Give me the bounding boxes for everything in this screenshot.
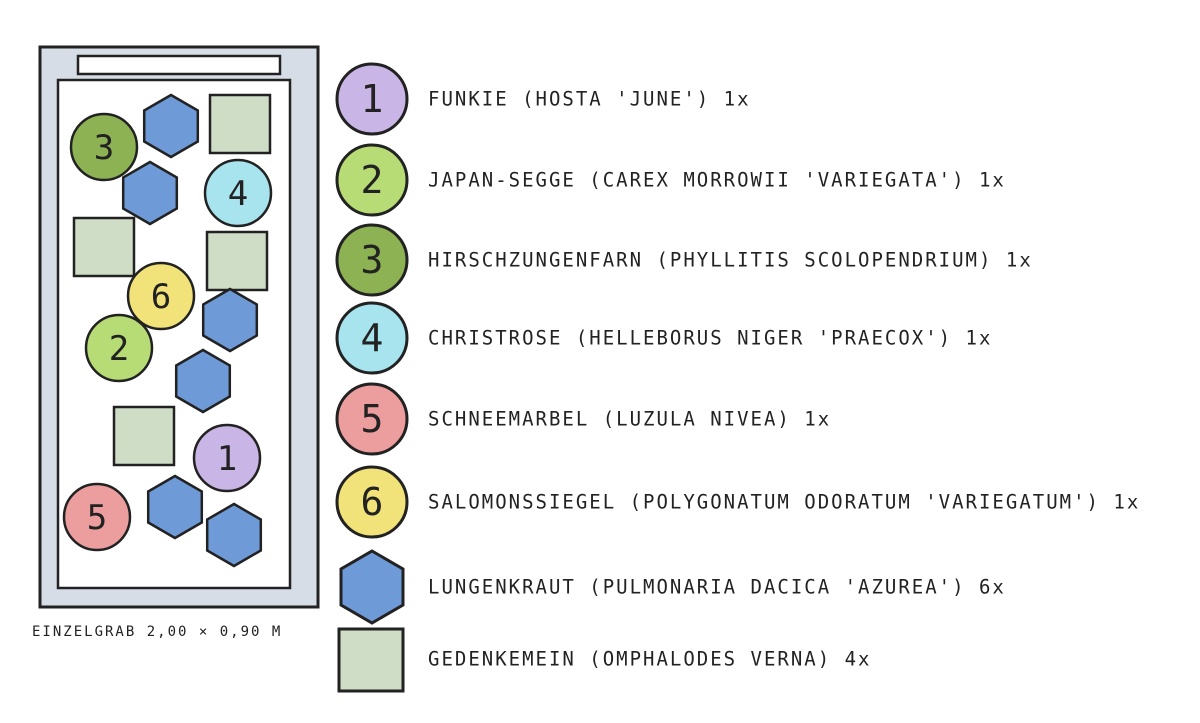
plan-circle-number-6: 6 — [151, 277, 171, 317]
plan-hexagon-6 — [205, 502, 263, 568]
grave-dimensions-caption: EINZELGRAB 2,00 × 0,90 M — [32, 624, 283, 640]
legend-item-2: 2 JAPAN-SEGGE (CAREX MORROWII 'VARIEGATA… — [332, 140, 1006, 220]
plant-5-circle: 5 — [335, 382, 409, 456]
plant-6-circle: 6 — [335, 465, 409, 539]
plan-circle-3 — [69, 112, 139, 182]
plan-square-1 — [208, 93, 272, 155]
plant-1-circle: 1 — [335, 62, 409, 136]
legend-label-6: SALOMONSSIEGEL (POLYGONATUM ODORATUM 'VA… — [428, 490, 1141, 514]
plan-hexagon-2 — [121, 160, 179, 226]
plan-hexagon-4 — [174, 348, 232, 414]
legend-label-1: FUNKIE (HOSTA 'JUNE') 1x — [428, 87, 751, 111]
plant-2-number: 2 — [361, 158, 384, 202]
plan-circle-number-5: 5 — [87, 498, 107, 538]
legend-label-square: GEDENKEMEIN (OMPHALODES VERNA) 4x — [428, 647, 872, 671]
plan-hexagon-5 — [146, 474, 204, 540]
plan-circle-2 — [84, 313, 154, 383]
square-icon — [337, 627, 405, 693]
legend-label-2: JAPAN-SEGGE (CAREX MORROWII 'VARIEGATA')… — [428, 168, 1006, 192]
plant-2-circle: 2 — [335, 143, 409, 217]
grave-plan: 3 4 62 1 5 — [38, 45, 320, 609]
headstone — [76, 54, 282, 76]
plan-circle-number-1: 1 — [217, 439, 237, 479]
plan-circle-4 — [203, 158, 273, 228]
legend-item-6: 6 SALOMONSSIEGEL (POLYGONATUM ODORATUM '… — [332, 462, 1140, 542]
plan-circle-1 — [192, 423, 262, 493]
plan-circle-number-2: 2 — [109, 329, 129, 369]
plant-1-number: 1 — [361, 77, 384, 121]
legend-label-5: SCHNEEMARBEL (LUZULA NIVEA) 1x — [428, 407, 832, 431]
legend-item-5: 5 SCHNEEMARBEL (LUZULA NIVEA) 1x — [332, 379, 831, 459]
legend-item-hex: LUNGENKRAUT (PULMONARIA DACICA 'AZUREA')… — [332, 547, 1006, 627]
plan-square-3 — [205, 230, 269, 292]
legend-label-4: CHRISTROSE (HELLEBORUS NIGER 'PRAECOX') … — [428, 326, 993, 350]
plant-6-number: 6 — [361, 480, 384, 524]
legend-item-3: 3 HIRSCHZUNGENFARN (PHYLLITIS SCOLOPENDR… — [332, 220, 1033, 300]
plan-hexagon-1 — [142, 93, 200, 159]
plant-4-circle: 4 — [335, 301, 409, 375]
plan-circle-number-4: 4 — [228, 174, 248, 214]
plant-3-circle: 3 — [335, 223, 409, 297]
plant-5-number: 5 — [361, 397, 384, 441]
legend-item-1: 1 FUNKIE (HOSTA 'JUNE') 1x — [332, 59, 751, 139]
plan-square-2 — [72, 216, 136, 278]
plan-circle-5 — [62, 482, 132, 552]
plant-4-number: 4 — [361, 316, 384, 360]
plan-circle-6 — [126, 261, 196, 331]
plan-circle-number-3: 3 — [94, 128, 114, 168]
legend-label-3: HIRSCHZUNGENFARN (PHYLLITIS SCOLOPENDRIU… — [428, 248, 1033, 272]
legend-item-square: GEDENKEMEIN (OMPHALODES VERNA) 4x — [332, 619, 872, 699]
plan-square-4 — [112, 405, 176, 467]
plan-hexagon-3 — [201, 287, 259, 353]
hexagon-icon — [339, 549, 405, 625]
plant-3-number: 3 — [361, 238, 384, 282]
legend-item-4: 4 CHRISTROSE (HELLEBORUS NIGER 'PRAECOX'… — [332, 298, 992, 378]
legend-label-hex: LUNGENKRAUT (PULMONARIA DACICA 'AZUREA')… — [428, 575, 1006, 599]
